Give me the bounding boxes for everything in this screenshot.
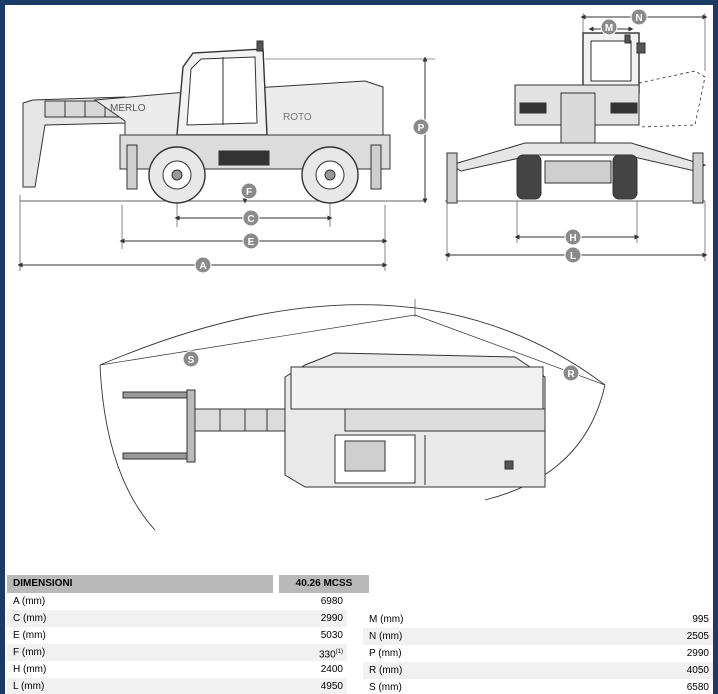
svg-text:N: N	[635, 13, 642, 24]
side-view: MERLO ROTO	[17, 40, 435, 271]
marker-r: R	[562, 364, 580, 382]
table-row: R (mm) 4050	[363, 662, 713, 679]
table-row: M (mm) 995	[369, 614, 709, 625]
table-row: F (mm) 330(1)	[7, 644, 347, 661]
front-view	[444, 13, 708, 261]
marker-e: E	[242, 232, 260, 250]
table-row: P (mm) 2990	[369, 648, 709, 659]
svg-text:S: S	[188, 355, 195, 366]
table-row: C (mm) 2990	[7, 610, 347, 627]
model-label: ROTO	[283, 112, 312, 123]
table-row: S (mm) 6580	[363, 679, 713, 694]
svg-text:R: R	[567, 369, 575, 380]
table-row: H (mm) 2400	[13, 664, 343, 675]
marker-f: F	[240, 182, 258, 200]
table-header-model: 40.26 MCSS	[279, 575, 369, 593]
svg-text:H: H	[569, 233, 576, 244]
marker-s: S	[182, 350, 200, 368]
marker-a: A	[194, 256, 212, 274]
svg-text:M: M	[605, 23, 613, 34]
svg-text:E: E	[248, 237, 255, 248]
marker-m: M	[600, 18, 618, 36]
footnote-marker: (1)	[335, 649, 343, 655]
table-row: N (mm) 2505	[363, 628, 713, 645]
table-header-label: DIMENSIONI	[7, 575, 273, 593]
top-view	[99, 299, 606, 531]
table-row: A (mm) 6980	[13, 596, 343, 607]
marker-c: C	[242, 209, 260, 227]
svg-text:L: L	[570, 251, 576, 262]
dimension-markers: A C E F H L M	[182, 8, 648, 382]
svg-text:P: P	[418, 123, 425, 134]
brand-label: MERLO	[110, 103, 146, 114]
marker-p: P	[412, 118, 430, 136]
marker-n: N	[630, 8, 648, 26]
svg-text:A: A	[199, 261, 206, 272]
technical-drawing: MERLO ROTO	[17, 8, 708, 531]
svg-text:C: C	[247, 214, 254, 225]
table-row: E (mm) 5030	[13, 630, 343, 641]
spec-sheet: MERLO ROTO	[5, 5, 713, 694]
marker-h: H	[564, 228, 582, 246]
svg-text:F: F	[246, 187, 252, 198]
marker-l: L	[564, 246, 582, 264]
table-row: L (mm) 4950	[7, 678, 347, 694]
